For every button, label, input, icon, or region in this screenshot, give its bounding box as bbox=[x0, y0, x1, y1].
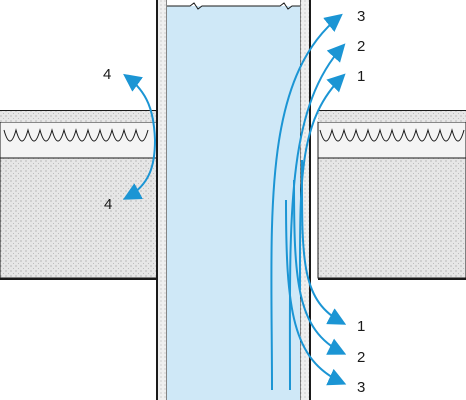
arrow-2-up bbox=[288, 43, 346, 391]
arrow-3-down bbox=[285, 199, 347, 386]
right-arrows-up bbox=[270, 13, 346, 391]
label-right-top-2: 2 bbox=[357, 38, 365, 55]
arrow-1-up bbox=[298, 73, 346, 291]
label-right-bottom-1: 1 bbox=[357, 318, 365, 335]
label-left-top-4: 4 bbox=[103, 66, 111, 83]
labels: 3 2 1 1 2 3 4 4 bbox=[103, 8, 365, 396]
duct bbox=[167, 0, 300, 400]
left-floor-slab bbox=[0, 110, 158, 280]
arrow-1-down bbox=[300, 159, 347, 325]
right-floor-slab bbox=[317, 110, 466, 280]
label-right-bottom-3: 3 bbox=[357, 379, 365, 396]
label-right-bottom-2: 2 bbox=[357, 349, 365, 366]
arrow-3-up bbox=[270, 13, 343, 391]
arrow-2-down bbox=[293, 179, 347, 355]
shaft-wall-left bbox=[156, 0, 168, 400]
right-insulation-wave bbox=[319, 128, 465, 142]
label-right-top-1: 1 bbox=[357, 68, 365, 85]
left-arrow-4 bbox=[122, 73, 156, 200]
label-right-top-3: 3 bbox=[357, 8, 365, 25]
label-left-bottom-4: 4 bbox=[104, 196, 112, 213]
left-insulation-wave bbox=[3, 128, 149, 142]
right-arrows-down bbox=[285, 159, 347, 386]
